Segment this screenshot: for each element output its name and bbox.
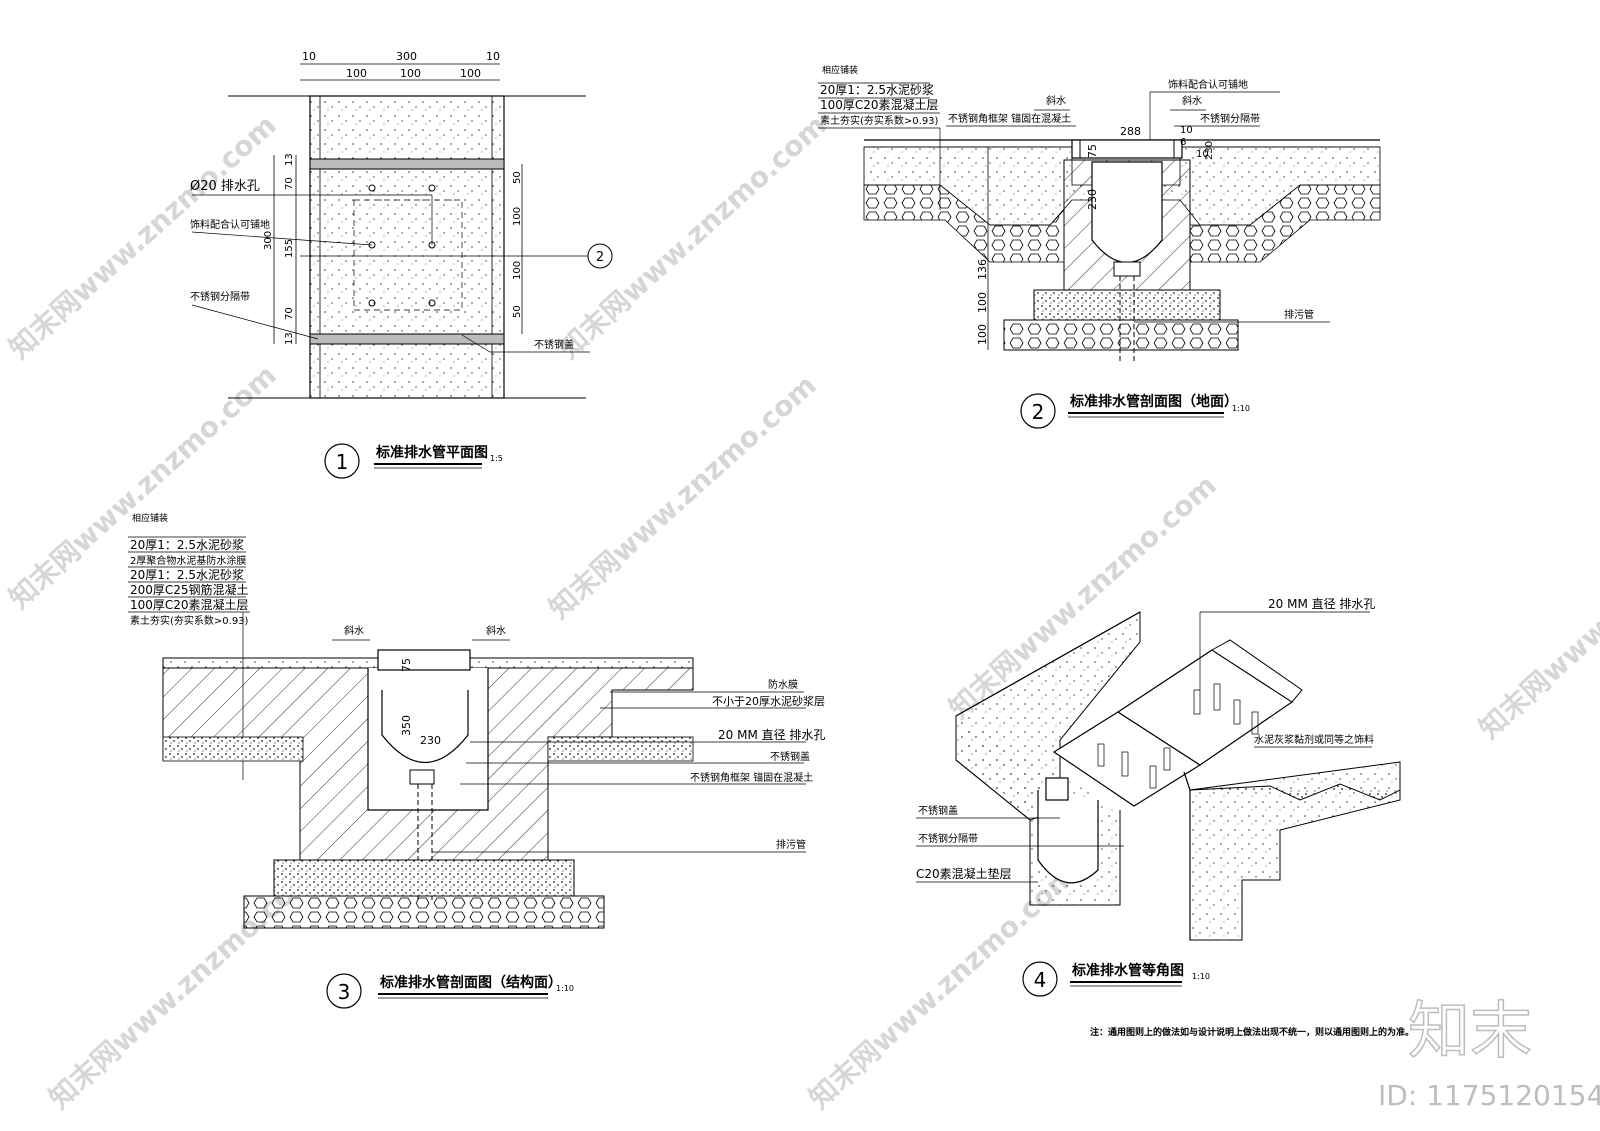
section2-title: 标准排水管剖面图（地面） xyxy=(1069,393,1238,410)
plan-label-cover: 不锈钢盖 xyxy=(534,338,574,351)
section3-label-sewer: 排污管 xyxy=(776,838,806,851)
section-ground-view: 相应铺装 20厚1：2.5水泥砂浆 100厚C20素混凝土层 素土夯实(夯实系数… xyxy=(818,64,1381,429)
plan-scale: 1:5 xyxy=(490,454,503,463)
section3-scale: 1:10 xyxy=(556,984,574,993)
section3-layer-2: 2厚聚合物水泥基防水涂膜 xyxy=(130,554,246,567)
svg-text:知末网www.znzmo.com: 知末网www.znzmo.com xyxy=(543,368,823,625)
dim-top-100-c: 100 xyxy=(460,67,481,80)
section3-layers-header: 相应铺装 xyxy=(132,512,168,524)
section3-label-slope-right: 斜水 xyxy=(486,624,506,637)
section3-label-waterproof: 防水膜 xyxy=(768,678,798,691)
section-callout-2: 2 xyxy=(596,250,604,265)
section2-dim-75: 75 xyxy=(1086,144,1099,158)
section3-label-drain-hole: 20 MM 直径 排水孔 xyxy=(718,728,825,742)
section2-label-separator: 不锈钢分隔带 xyxy=(1200,112,1260,125)
section2-label-slope-right: 斜水 xyxy=(1182,94,1202,107)
dim-top-10-right: 10 xyxy=(486,50,500,63)
dim-right-100-a: 100 xyxy=(512,207,523,226)
section3-layer-5: 100厚C20素混凝土层 xyxy=(130,597,249,612)
dim-left-70-bottom: 70 xyxy=(284,307,295,320)
section3-layer-6: 素土夯实(夯实系数>0.93) xyxy=(130,614,249,627)
section3-label-mortar: 不小于20厚水泥砂浆层 xyxy=(712,694,825,708)
section2-layers-header: 相应铺装 xyxy=(822,64,858,76)
dim-left-13-bottom: 13 xyxy=(284,332,295,345)
section3-dim-230: 230 xyxy=(420,734,441,747)
iso-label-base: C20素混凝土垫层 xyxy=(916,866,1012,881)
section2-dim-6: 6 xyxy=(1180,137,1186,148)
section2-dim-10-a: 10 xyxy=(1180,125,1193,136)
section3-layer-3: 20厚1：2.5水泥砂浆 xyxy=(130,567,244,582)
iso-label-mortar: 水泥灰浆黏剂或同等之饰料 xyxy=(1254,733,1374,746)
plan-title: 标准排水管平面图 xyxy=(375,444,488,461)
dim-top-300: 300 xyxy=(396,50,417,63)
iso-label-drain-hole: 20 MM 直径 排水孔 xyxy=(1268,597,1375,611)
dim-left-155: 155 xyxy=(284,239,295,258)
section2-dim-230-inner: 230 xyxy=(1086,189,1099,210)
dim-right-50-bottom: 50 xyxy=(512,305,523,318)
section2-dim-230-side: 230 xyxy=(1204,141,1215,160)
section2-dim-136: 136 xyxy=(976,259,989,280)
isometric-view: 20 MM 直径 排水孔 水泥灰浆黏剂或同等之饰料 不锈钢盖 不锈钢分隔带 C2… xyxy=(916,597,1401,997)
section3-title: 标准排水管剖面图（结构面） xyxy=(379,974,562,991)
general-note: 注：通用图则上的做法如与设计说明上做法出现不统一，则以通用图则上的为准。 xyxy=(1090,1026,1414,1038)
dim-left-70-top: 70 xyxy=(284,177,295,190)
section3-label-slope-left: 斜水 xyxy=(344,624,364,637)
plan-title-number: 1 xyxy=(336,450,349,474)
section-structure-view: 相应铺装 20厚1：2.5水泥砂浆 2厚聚合物水泥基防水涂膜 20厚1：2.5水… xyxy=(128,512,825,1009)
iso-title: 标准排水管等角图 xyxy=(1071,962,1184,979)
plan-label-finish: 饰料配合认可铺地 xyxy=(190,218,270,231)
section2-layer-1: 20厚1：2.5水泥砂浆 xyxy=(820,82,934,97)
section3-dim-350: 350 xyxy=(400,715,413,736)
svg-text:知末网www.znzmo.com: 知末网www.znzmo.com xyxy=(3,108,283,365)
dim-left-13-top: 13 xyxy=(284,153,295,166)
brand-id: ID: 1175120154 xyxy=(1378,1079,1600,1112)
section3-dim-75: 75 xyxy=(400,658,413,672)
dim-right-100-b: 100 xyxy=(512,261,523,280)
section2-layer-2: 100厚C20素混凝土层 xyxy=(820,97,939,112)
dim-top-100-b: 100 xyxy=(400,67,421,80)
section3-label-cover: 不锈钢盖 xyxy=(770,750,810,763)
section3-label-frame: 不锈钢角框架 锚固在混凝土 xyxy=(690,771,813,784)
section2-label-slope-left: 斜水 xyxy=(1046,94,1066,107)
section2-dim-100-a: 100 xyxy=(976,292,989,313)
section3-layer-4: 200厚C25钢筋混凝土 xyxy=(130,582,249,597)
iso-scale: 1:10 xyxy=(1192,972,1210,981)
section2-title-number: 2 xyxy=(1032,400,1045,424)
svg-text:知末网www.znzmo.com: 知末网www.znzmo.com xyxy=(1473,488,1600,745)
section2-dim-288: 288 xyxy=(1120,125,1141,138)
section2-scale: 1:10 xyxy=(1232,404,1250,413)
section2-label-finish: 饰料配合认可铺地 xyxy=(1168,78,1248,91)
section2-dim-10-b: 10 xyxy=(1196,149,1209,160)
plan-view: 10 300 10 100 100 100 13 70 300 155 70 1… xyxy=(190,50,613,479)
dim-right-50-top: 50 xyxy=(512,171,523,184)
dim-left-300: 300 xyxy=(263,231,274,250)
plan-label-drain-hole: Ø20 排水孔 xyxy=(190,179,260,194)
drain-pipes xyxy=(1097,683,1259,789)
section3-title-number: 3 xyxy=(338,980,351,1004)
iso-label-separator: 不锈钢分隔带 xyxy=(918,832,978,845)
section2-label-sewer: 排污管 xyxy=(1284,308,1314,321)
brand-logo: 知末 xyxy=(1408,994,1532,1067)
svg-text:知末网www.znzmo.com: 知末网www.znzmo.com xyxy=(553,108,833,365)
section2-layer-3: 素土夯实(夯实系数>0.93) xyxy=(820,114,939,127)
section2-dim-100-b: 100 xyxy=(976,324,989,345)
section3-layer-1: 20厚1：2.5水泥砂浆 xyxy=(130,537,244,552)
dim-top-10-left: 10 xyxy=(302,50,316,63)
plan-label-separator: 不锈钢分隔带 xyxy=(190,290,250,303)
iso-title-number: 4 xyxy=(1034,968,1047,992)
iso-label-cover: 不锈钢盖 xyxy=(918,804,958,817)
dim-top-100-a: 100 xyxy=(346,67,367,80)
section2-label-frame: 不锈钢角框架 锚固在混凝土 xyxy=(948,112,1071,125)
